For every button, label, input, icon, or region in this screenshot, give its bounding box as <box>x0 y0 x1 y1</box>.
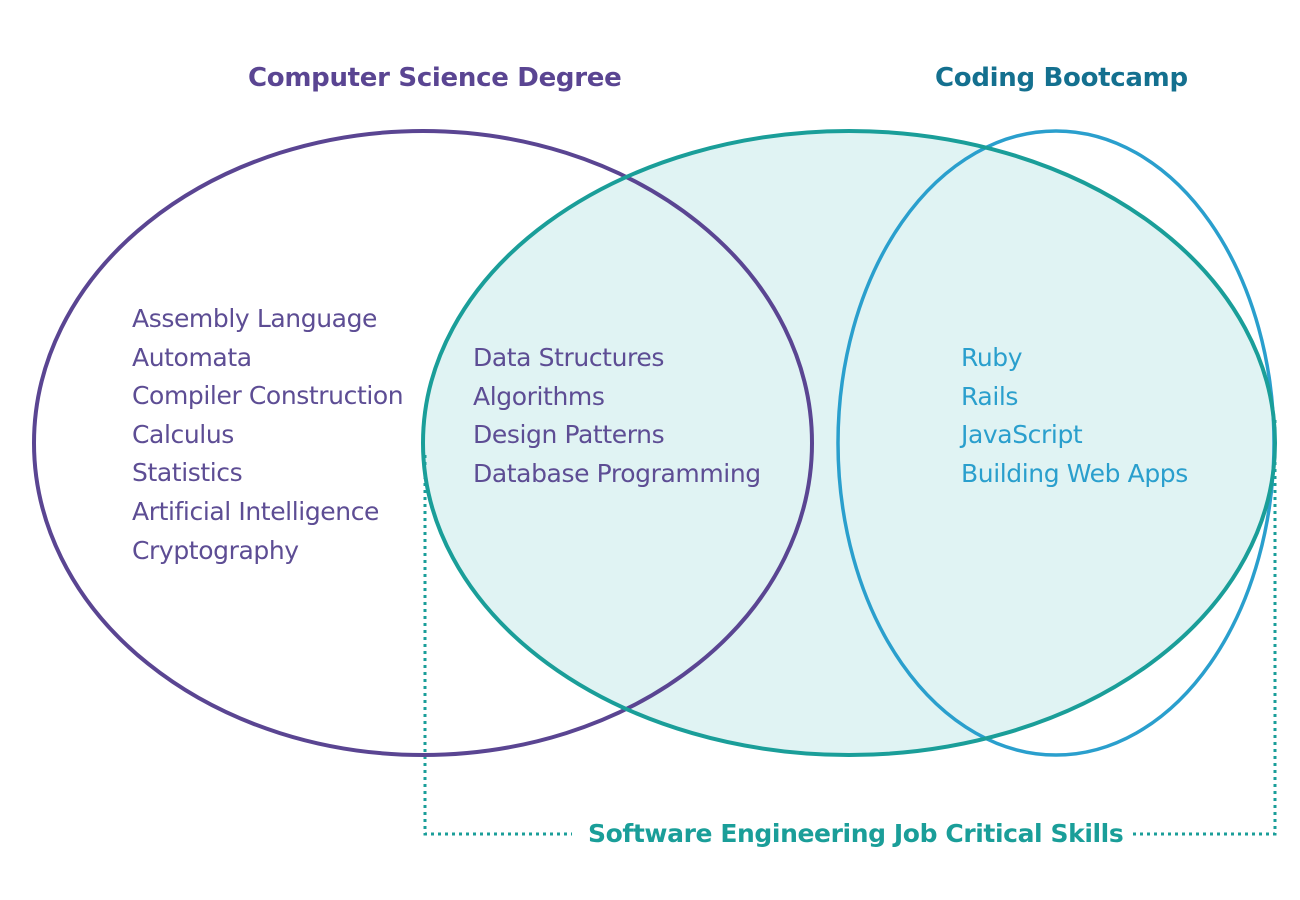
job-skills-bracket <box>423 420 1277 836</box>
shared-skill: Database Programming <box>473 458 761 488</box>
job-skills-title: Software Engineering Job Critical Skills <box>580 818 1132 850</box>
bootcamp-title: Coding Bootcamp <box>935 63 1188 93</box>
shared-skill: Algorithms <box>473 381 605 411</box>
job-skills-ellipse <box>423 131 1275 755</box>
cs-degree-skill: Calculus <box>132 419 234 449</box>
shared-skills-list: Data Structures Algorithms Design Patter… <box>473 339 761 493</box>
bootcamp-skill: Ruby <box>961 343 1023 372</box>
job-skills-ellipse-outline <box>421 129 1277 757</box>
cs-degree-title: Computer Science Degree <box>248 63 622 93</box>
bootcamp-skill: Rails <box>961 381 1019 411</box>
cs-degree-skill: Artificial Intelligence <box>132 496 380 526</box>
bootcamp-skills-list: Ruby Rails JavaScript Building Web Apps <box>961 339 1188 493</box>
cs-degree-ellipse <box>32 129 814 757</box>
cs-degree-skill: Cryptography <box>132 535 299 565</box>
shared-skill: Data Structures <box>473 343 664 372</box>
shared-skill: Design Patterns <box>473 420 665 450</box>
cs-degree-skill: Compiler Construction <box>132 381 404 411</box>
bootcamp-skill: JavaScript <box>961 420 1083 450</box>
cs-degree-skills-list: Assembly Language Automata Compiler Cons… <box>132 300 404 570</box>
cs-degree-skill: Automata <box>132 342 252 372</box>
cs-degree-skill: Statistics <box>132 458 243 488</box>
cs-degree-skill: Assembly Language <box>132 304 378 333</box>
bootcamp-skill: Building Web Apps <box>961 458 1188 488</box>
